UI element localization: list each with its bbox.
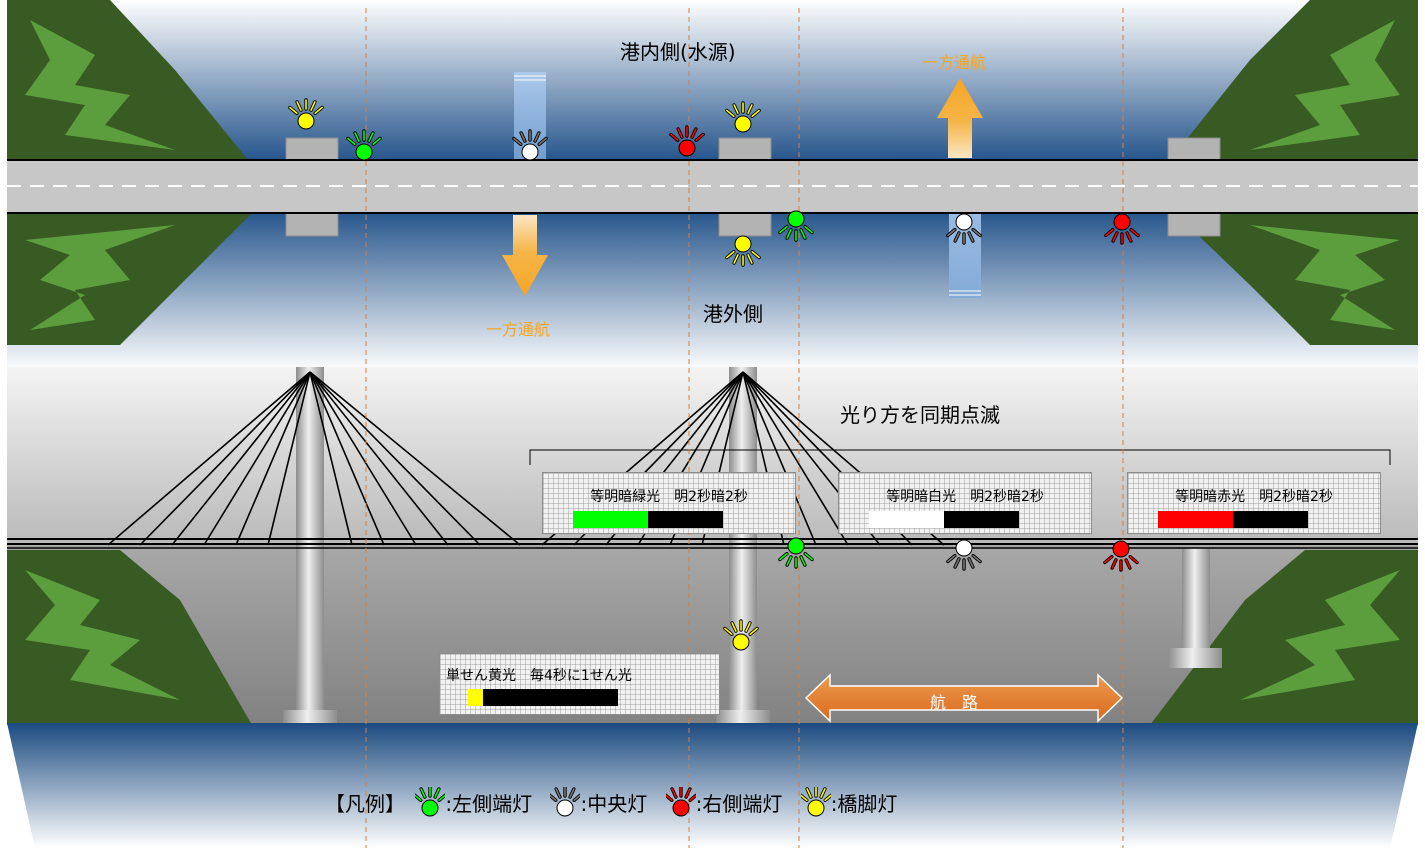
- indicator-yellow-fill: [468, 689, 483, 706]
- indicator-green-fill: [573, 511, 648, 528]
- channel-arrow: [804, 673, 1124, 723]
- legend-label-center: :中央灯: [580, 792, 648, 816]
- indicator-red-fill: [1158, 511, 1233, 528]
- indicator-green-text: 等明暗緑光 明2秒暗2秒: [590, 489, 748, 505]
- bridge-deck-elevation: [7, 538, 1418, 549]
- white-light-icon-symbol: [547, 785, 584, 817]
- center-light-top: [512, 129, 548, 161]
- forest-top-right: [1170, 0, 1418, 160]
- center-light-elevation: [946, 539, 982, 571]
- indicator-green: 等明暗緑光 明2秒暗2秒: [542, 472, 796, 534]
- one-way-arrow-down: [502, 215, 548, 296]
- left-edge-light-elevation: [778, 537, 814, 569]
- forest-elevation-right: [1150, 550, 1418, 725]
- pier-light-top-1: [288, 98, 324, 130]
- forest-bottom-right: [1175, 213, 1418, 345]
- white-light-icon: [547, 785, 584, 817]
- indicator-white-bar: [869, 511, 1019, 528]
- pier-light-bottom: [725, 235, 761, 267]
- yellow-light-icon: [797, 785, 834, 817]
- center-light-bottom: [946, 213, 982, 245]
- indicator-red-bar: [1158, 511, 1308, 528]
- indicator-green-bar: [573, 511, 723, 528]
- indicator-yellow: 単せん黄光 毎4秒に1せん光: [439, 653, 720, 715]
- legend: 【凡例】 :左側端灯 :中央灯 :右側端灯 :橋脚灯: [325, 785, 898, 817]
- sync-blink-label: 光り方を同期点滅: [840, 403, 1000, 427]
- harbor-inside-label: 港内側(水源): [620, 40, 736, 64]
- sync-bracket: [529, 449, 1391, 465]
- forest-top-left: [7, 0, 248, 160]
- legend-label-right: :右側端灯: [695, 792, 783, 816]
- left-edge-light-top: [346, 129, 382, 161]
- green-light-icon: [412, 785, 449, 817]
- red-light-icon-symbol: [662, 785, 699, 817]
- harbor-outside-label: 港外側: [703, 302, 763, 326]
- bridge-deck-plan: [7, 159, 1418, 214]
- pier-light-elevation: [723, 619, 759, 651]
- indicator-white-fill: [869, 511, 944, 528]
- navigation-lights: [288, 98, 1140, 651]
- one-way-arrow-up: [937, 78, 983, 158]
- right-edge-light-elevation: [1103, 540, 1139, 572]
- indicator-yellow-bar: [468, 689, 618, 706]
- legend-title: 【凡例】: [325, 792, 405, 816]
- legend-label-pier: :橋脚灯: [830, 792, 898, 816]
- indicator-yellow-text: 単せん黄光 毎4秒に1せん光: [446, 668, 632, 684]
- right-edge-light-bottom: [1104, 213, 1140, 245]
- forest-bottom-left: [7, 213, 252, 345]
- channel-label: 航 路: [930, 693, 979, 712]
- red-light-icon: [662, 785, 699, 817]
- piers-plan: [285, 137, 1221, 237]
- legend-label-left: :左側端灯: [445, 792, 533, 816]
- one-way-label-top: 一方通航: [922, 53, 987, 72]
- green-light-icon-symbol: [412, 785, 449, 817]
- indicator-red-text: 等明暗赤光 明2秒暗2秒: [1175, 489, 1333, 505]
- bottom-water: [7, 723, 1418, 848]
- pier-light-top-2: [725, 101, 761, 133]
- left-edge-light-bottom: [778, 210, 814, 242]
- indicator-red: 等明暗赤光 明2秒暗2秒: [1127, 472, 1381, 534]
- cables-pylon-1: [107, 371, 521, 546]
- one-way-label-bottom: 一方通航: [486, 320, 551, 339]
- indicator-white-text: 等明暗白光 明2秒暗2秒: [886, 489, 1044, 505]
- indicator-white: 等明暗白光 明2秒暗2秒: [838, 472, 1092, 534]
- forest-elevation-left: [7, 550, 252, 725]
- yellow-light-icon-symbol: [797, 785, 834, 817]
- right-edge-light-top: [669, 125, 705, 157]
